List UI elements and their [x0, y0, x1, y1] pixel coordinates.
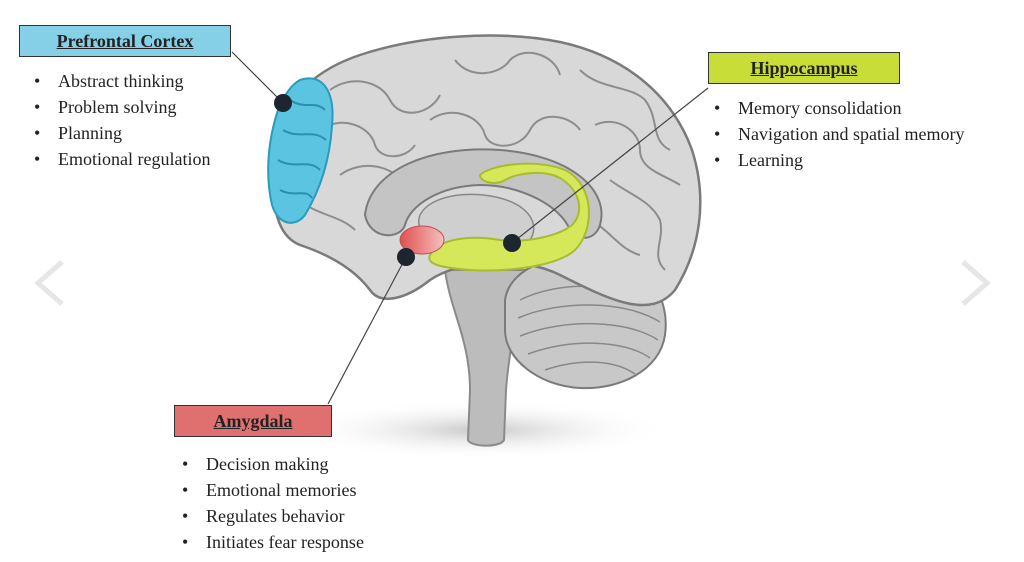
prev-slide-button[interactable]	[30, 258, 70, 308]
cerebellum-folds	[517, 285, 661, 375]
prefrontal-title-box: Prefrontal Cortex	[19, 25, 231, 57]
next-slide-button[interactable]	[955, 258, 995, 308]
hippocampus-functions-list: Memory consolidation Navigation and spat…	[712, 95, 964, 173]
amygdala-marker	[397, 248, 415, 266]
list-item: Emotional regulation	[32, 146, 210, 172]
prefrontal-marker	[274, 94, 292, 112]
list-item: Problem solving	[32, 94, 210, 120]
hippocampus-title-box: Hippocampus	[708, 52, 900, 84]
list-item: Regulates behavior	[180, 503, 364, 529]
list-item: Planning	[32, 120, 210, 146]
list-item: Navigation and spatial memory	[712, 121, 964, 147]
hippocampus-marker	[503, 234, 521, 252]
list-item: Decision making	[180, 451, 364, 477]
list-item: Memory consolidation	[712, 95, 964, 121]
amygdala-title: Amygdala	[213, 411, 293, 431]
prefrontal-folds	[277, 99, 327, 199]
hippocampus-region	[428, 162, 590, 272]
list-item: Learning	[712, 147, 964, 173]
hippocampus-title: Hippocampus	[750, 58, 858, 78]
leader-lines	[231, 51, 709, 405]
list-item: Abstract thinking	[32, 68, 210, 94]
chevron-left-icon	[34, 260, 64, 306]
amygdala-region	[399, 225, 445, 255]
chevron-right-icon	[961, 260, 991, 306]
list-item: Emotional memories	[180, 477, 364, 503]
amygdala-title-box: Amygdala	[174, 405, 332, 437]
prefrontal-title: Prefrontal Cortex	[56, 31, 194, 51]
prefrontal-functions-list: Abstract thinking Problem solving Planni…	[32, 68, 210, 172]
list-item: Initiates fear response	[180, 529, 364, 555]
amygdala-functions-list: Decision making Emotional memories Regul…	[180, 451, 364, 555]
